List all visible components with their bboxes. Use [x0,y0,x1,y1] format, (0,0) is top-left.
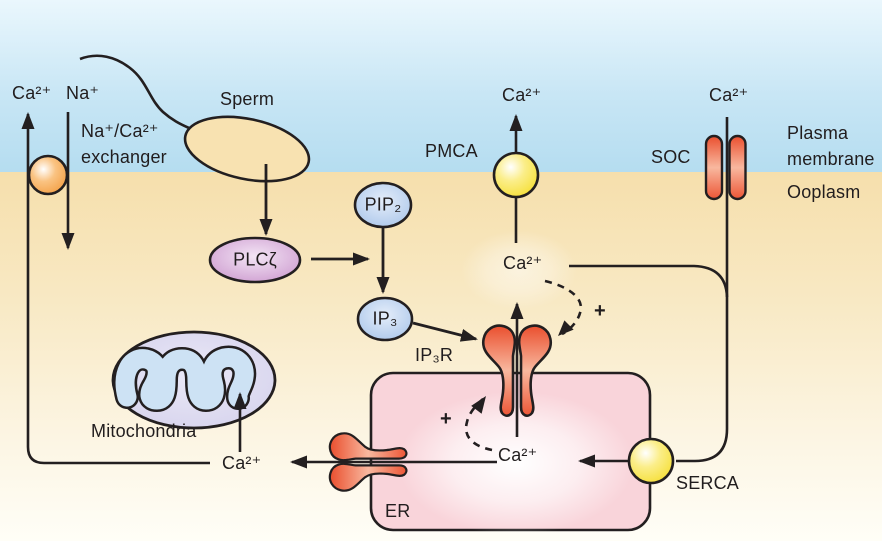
pip2-molecule [353,181,413,229]
sperm-tail [79,54,190,130]
ca-to-serca-line [569,264,729,298]
ca-feedback-arrowhead-cytosol [558,320,574,336]
ca-efflux-arrow [21,112,210,465]
serca-pump [627,437,675,485]
soc-influx-line [676,117,729,463]
cytosol-glow [461,230,577,310]
ca-feedback-dashed-er [464,398,493,452]
plcz-molecule [208,236,302,284]
er-lumen-glow [398,391,634,535]
ip3-molecule [356,296,414,342]
ca-feedback-dashed-cytosol [544,279,583,336]
plasma-membrane-region [0,0,882,172]
mito-cristae [115,348,254,410]
ca-feedback-arrowhead-er [471,396,486,414]
pmca-pump [492,151,540,199]
ip3-to-ip3r-arrow [412,321,478,342]
sperm-head [183,115,311,183]
soc-channel [704,134,747,201]
mitochondria-organelle [111,330,277,430]
na-ca-exchanger [27,154,69,196]
